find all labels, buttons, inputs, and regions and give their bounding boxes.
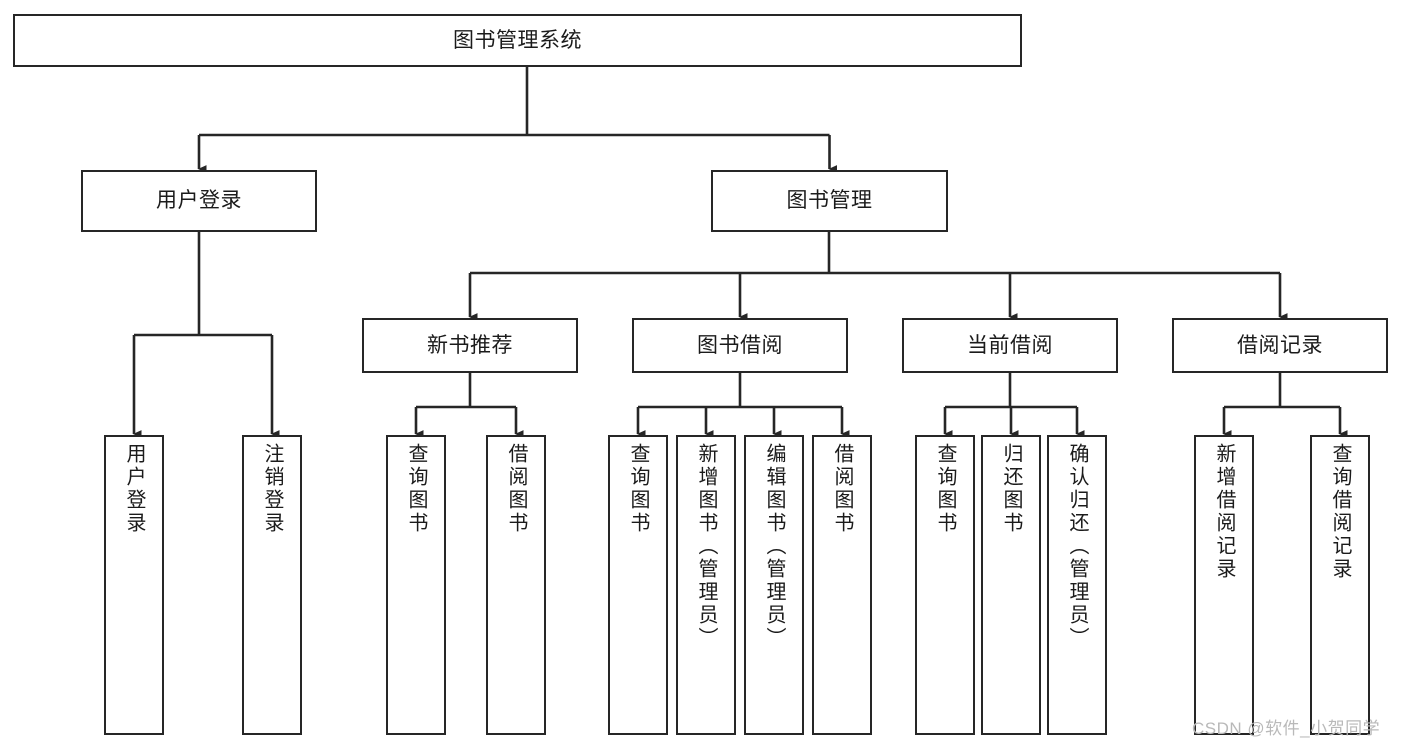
node-label-user-login: 用户登录 [156, 189, 242, 213]
node-label-book-borrow: 图书借阅 [697, 333, 783, 357]
node-label-leaf-borrow-book-recommend: 借阅图书 [505, 443, 527, 535]
node-label-root: 图书管理系统 [453, 28, 582, 52]
node-label-leaf-return-book: 归还图书 [1000, 443, 1022, 535]
node-label-current-borrow: 当前借阅 [967, 333, 1053, 357]
node-label-new-book-recommend: 新书推荐 [427, 333, 513, 357]
node-leaf-query-book-current[interactable]: 查询图书 [915, 435, 975, 735]
node-book-manage[interactable]: 图书管理 [711, 170, 948, 232]
node-label-leaf-query-book-current: 查询图书 [934, 443, 956, 535]
node-label-leaf-edit-book-admin: 编辑图书（管理员） [763, 443, 785, 650]
node-leaf-return-book[interactable]: 归还图书 [981, 435, 1041, 735]
node-leaf-confirm-return-admin[interactable]: 确认归还（管理员） [1047, 435, 1107, 735]
node-current-borrow[interactable]: 当前借阅 [902, 318, 1118, 373]
node-leaf-query-book-recommend[interactable]: 查询图书 [386, 435, 446, 735]
node-leaf-query-borrow-record[interactable]: 查询借阅记录 [1310, 435, 1370, 735]
node-label-leaf-query-book-borrow: 查询图书 [627, 443, 649, 535]
node-leaf-edit-book-admin[interactable]: 编辑图书（管理员） [744, 435, 804, 735]
node-label-leaf-add-book-admin: 新增图书（管理员） [695, 443, 717, 650]
node-book-borrow[interactable]: 图书借阅 [632, 318, 848, 373]
node-label-book-manage: 图书管理 [786, 189, 873, 213]
node-label-leaf-logout: 注销登录 [261, 443, 283, 535]
node-label-leaf-confirm-return-admin: 确认归还（管理员） [1066, 443, 1088, 650]
node-user-login[interactable]: 用户登录 [81, 170, 317, 232]
node-label-leaf-query-borrow-record: 查询借阅记录 [1329, 443, 1351, 581]
node-leaf-add-book-admin[interactable]: 新增图书（管理员） [676, 435, 736, 735]
node-label-leaf-borrow-book: 借阅图书 [831, 443, 853, 535]
node-label-borrow-record: 借阅记录 [1237, 333, 1323, 357]
node-leaf-borrow-book[interactable]: 借阅图书 [812, 435, 872, 735]
node-new-book-recommend[interactable]: 新书推荐 [362, 318, 578, 373]
node-leaf-user-login[interactable]: 用户登录 [104, 435, 164, 735]
node-leaf-query-book-borrow[interactable]: 查询图书 [608, 435, 668, 735]
node-leaf-logout[interactable]: 注销登录 [242, 435, 302, 735]
node-borrow-record[interactable]: 借阅记录 [1172, 318, 1388, 373]
node-leaf-add-borrow-record[interactable]: 新增借阅记录 [1194, 435, 1254, 735]
connector-layer [132, 67, 1348, 438]
node-root[interactable]: 图书管理系统 [13, 14, 1022, 67]
node-leaf-borrow-book-recommend[interactable]: 借阅图书 [486, 435, 546, 735]
node-label-leaf-add-borrow-record: 新增借阅记录 [1213, 443, 1235, 581]
node-label-leaf-query-book-recommend: 查询图书 [405, 443, 427, 535]
node-label-leaf-user-login: 用户登录 [123, 443, 145, 535]
